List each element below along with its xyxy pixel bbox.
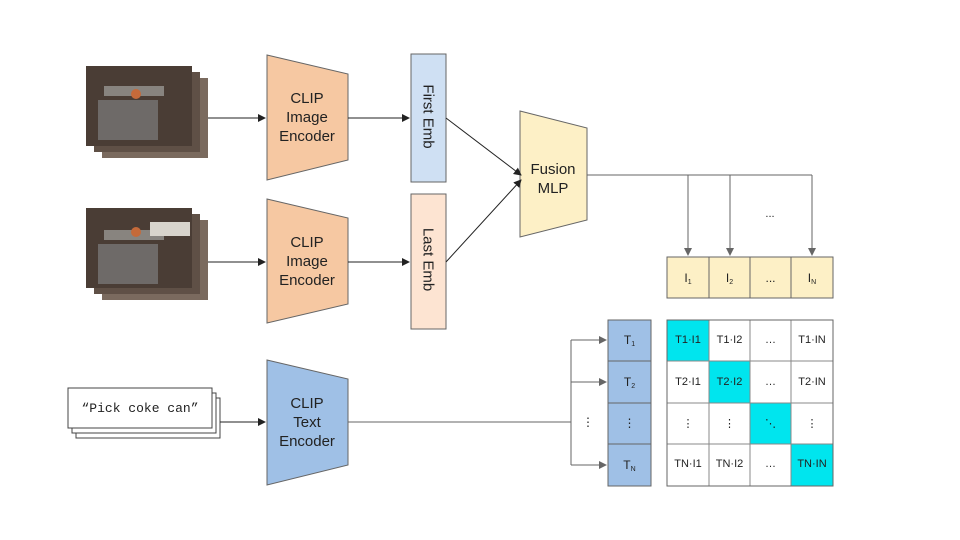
bottom-frame-stack [86,208,208,300]
matrix-cell-1-4: T1·IN [798,334,826,346]
matrix-cell-1-3: … [765,334,776,346]
image-token-n: IN [807,271,817,286]
matrix-cell-3-3: ⋱ [765,418,776,430]
image-arrow-ellipsis: ... [765,208,775,220]
first-emb-label: First Emb [419,84,437,149]
matrix-cell-4-2: TN·I2 [715,458,744,470]
matrix-cell-2-2: T2·I2 [716,376,743,388]
image-token-row [666,256,834,299]
first-emb-box [410,53,447,183]
prompt-text: “Pick coke can” [81,401,199,416]
text-token-n: TN [623,458,636,473]
matrix-cell-2-4: T2·IN [798,376,826,388]
image-encoder-bottom [266,198,349,324]
matrix-cell-3-1: ⋮ [682,418,694,430]
image-encoder-top-label: CLIP Image Encoder [279,90,335,145]
matrix-cell-4-4: TN·IN [797,458,827,470]
fusion-mlp [519,110,588,238]
matrix-cell-4-1: TN·I1 [674,458,702,470]
prompt-stack [67,387,221,439]
text-token-column [607,319,652,487]
image-encoder-bottom-label: CLIP Image Encoder [279,234,335,289]
image-encoder-top [266,54,349,181]
branch-ellipsis: ⋮ [582,415,594,429]
matrix-cell-1-1: T1·I1 [675,334,701,346]
matrix-cell-1-2: T1·I2 [716,334,743,346]
text-encoder [266,359,349,486]
matrix-cell-4-3: … [765,458,776,470]
text-token-1: T1 [623,333,636,348]
matrix-cell-2-3: … [765,376,776,388]
text-token-2: T2 [623,375,636,390]
text-token-ellipsis: ⋮ [623,416,636,430]
text-encoder-label: CLIP Text Encoder [279,395,335,450]
fusion-mlp-label: Fusion MLP [530,161,576,197]
similarity-matrix [666,319,834,487]
connectors [208,114,816,469]
image-token-2: I2 [725,271,734,286]
image-token-ellipsis: ... [765,271,776,285]
image-token-1: I1 [684,271,692,286]
matrix-cell-3-4: ⋮ [806,418,818,430]
last-emb-label: Last Emb [419,227,437,292]
matrix-cell-2-1: T2·I1 [675,376,701,388]
top-frame-stack [86,66,208,158]
matrix-cell-3-2: ⋮ [724,418,735,430]
